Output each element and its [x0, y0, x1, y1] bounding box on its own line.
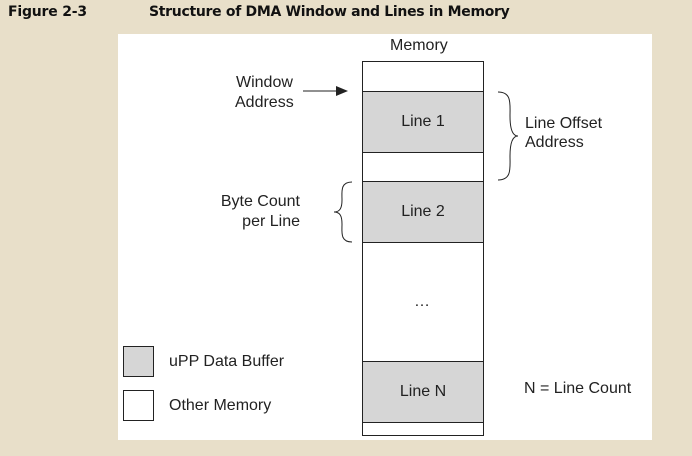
- window-address-label-line1: Window: [236, 74, 293, 91]
- memory-line-2: Line 2: [362, 181, 484, 243]
- line-offset-brace: [497, 91, 519, 181]
- memory-line-2-label: Line 2: [401, 203, 445, 220]
- figure-title: Structure of DMA Window and Lines in Mem…: [149, 4, 510, 20]
- byte-count-label-line2: per Line: [242, 213, 300, 230]
- memory-line-n-label: Line N: [399, 383, 447, 400]
- byte-count-label-line1: Byte Count: [220, 193, 300, 210]
- memory-line-1-label: Line 1: [401, 113, 445, 130]
- window-address-arrow: [303, 86, 348, 96]
- legend-swatch-buffer: [123, 346, 154, 377]
- legend-swatch-other: [123, 390, 154, 421]
- legend-label-other: Other Memory: [169, 397, 272, 414]
- legend-label-buffer: uPP Data Buffer: [169, 353, 285, 370]
- figure-number: Figure 2-3: [8, 4, 87, 20]
- window-address-label-line2: Address: [235, 94, 294, 111]
- line-count-label: N = Line Count: [524, 380, 632, 397]
- memory-ellipsis: …: [414, 293, 430, 310]
- byte-count-brace: [333, 181, 353, 243]
- memory-line-1: Line 1: [362, 91, 484, 153]
- memory-label: Memory: [390, 37, 448, 54]
- memory-line-n: Line N: [362, 361, 484, 423]
- line-offset-label-line2: Address: [525, 134, 584, 151]
- line-offset-label-line1: Line Offset: [525, 115, 603, 132]
